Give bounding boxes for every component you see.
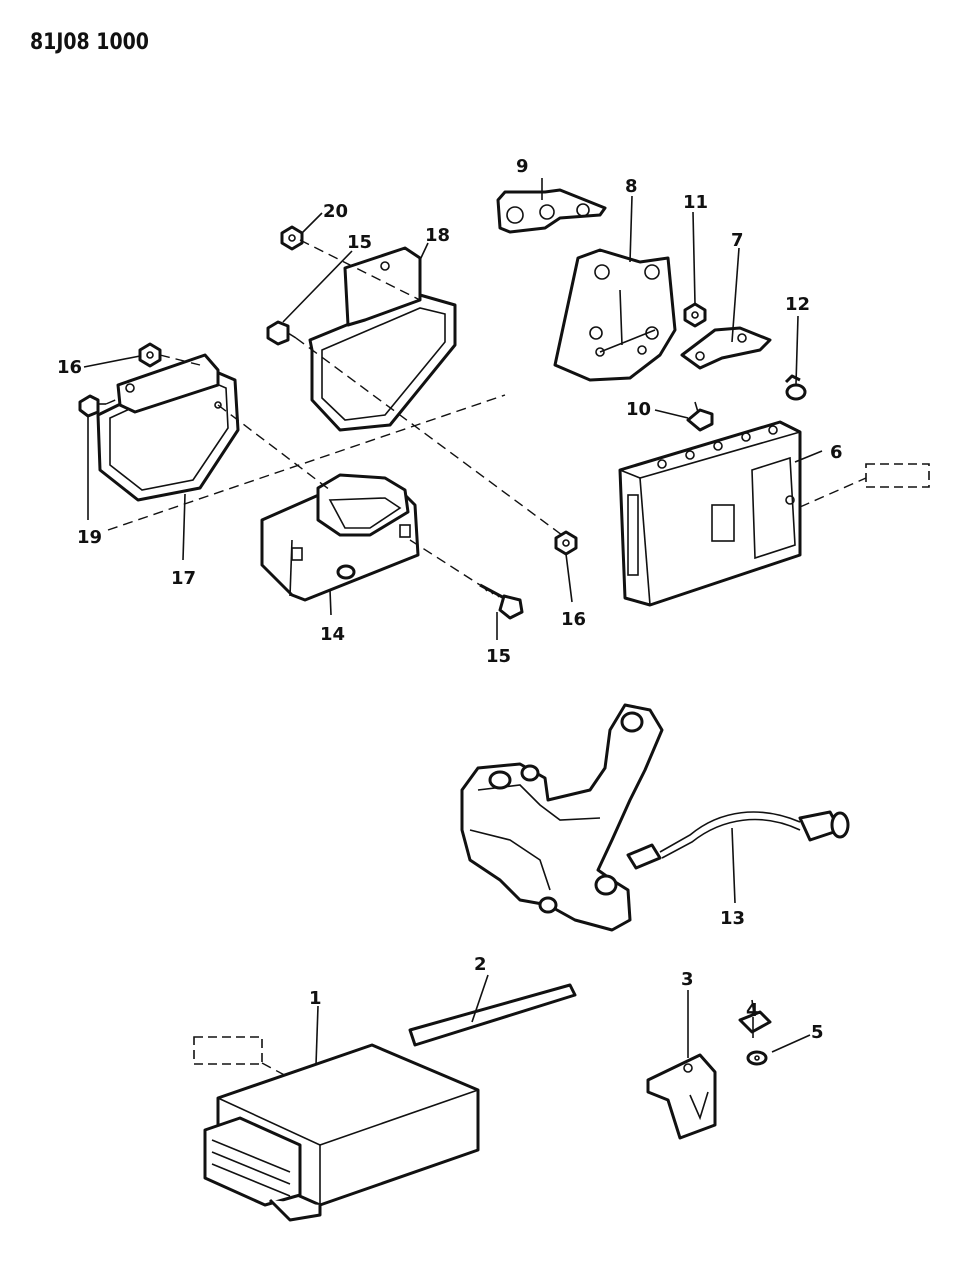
part-19-bolt	[78, 394, 106, 418]
callout-11: 11	[683, 192, 708, 213]
part-3-bracket	[646, 1053, 717, 1140]
part-1-computer-module	[203, 1043, 480, 1222]
part-4-clip	[738, 999, 772, 1034]
callout-13: 13	[720, 908, 745, 929]
document-code: 81J08 1000	[30, 30, 149, 55]
part-20-nut	[280, 225, 304, 251]
part-16-nut-lower	[554, 530, 578, 556]
callout-18: 18	[425, 225, 450, 246]
part-18-shield-bracket	[308, 246, 457, 432]
callout-16-lower: 16	[561, 609, 586, 630]
part-5-washer	[746, 1050, 768, 1066]
part-2-strip	[408, 983, 577, 1047]
callout-15-upper: 15	[347, 232, 372, 253]
callout-4: 4	[746, 1000, 759, 1021]
callout-1: 1	[309, 988, 322, 1009]
callout-12: 12	[785, 294, 810, 315]
callout-6: 6	[830, 442, 843, 463]
reference-box-left	[193, 1036, 263, 1065]
part-17-shield	[96, 353, 240, 502]
leader-lines	[83, 178, 823, 1066]
callout-14: 14	[320, 624, 345, 645]
part-9-bracket	[496, 188, 607, 234]
callout-3: 3	[681, 969, 694, 990]
callout-7: 7	[731, 230, 744, 251]
callout-17: 17	[171, 568, 196, 589]
part-8-mounting-plate	[553, 248, 677, 382]
part-13-manifold-oxygen-sensor	[460, 703, 850, 932]
part-16-nut-upper	[138, 342, 162, 368]
part-15-bolt-upper	[266, 320, 297, 346]
callout-labels: 1 2 3 4 5 6 7 8 9 10 11 12 13 14 15 15 1…	[57, 156, 843, 1043]
reference-box-right	[865, 463, 930, 488]
callout-16-upper: 16	[57, 357, 82, 378]
callout-5: 5	[811, 1022, 824, 1043]
part-15-bolt-lower	[479, 583, 524, 620]
part-10-clip	[686, 401, 714, 432]
callout-15-lower: 15	[486, 646, 511, 667]
callout-20: 20	[323, 201, 348, 222]
callout-10: 10	[626, 399, 651, 420]
callout-2: 2	[474, 954, 487, 975]
callout-8: 8	[625, 176, 638, 197]
part-11-nut	[683, 302, 707, 328]
part-6-control-module	[618, 420, 802, 607]
callout-9: 9	[516, 156, 529, 177]
part-14-map-sensor	[260, 473, 420, 602]
part-7-bracket	[680, 326, 772, 370]
callout-19: 19	[77, 527, 102, 548]
assembly-lines	[105, 239, 867, 1079]
